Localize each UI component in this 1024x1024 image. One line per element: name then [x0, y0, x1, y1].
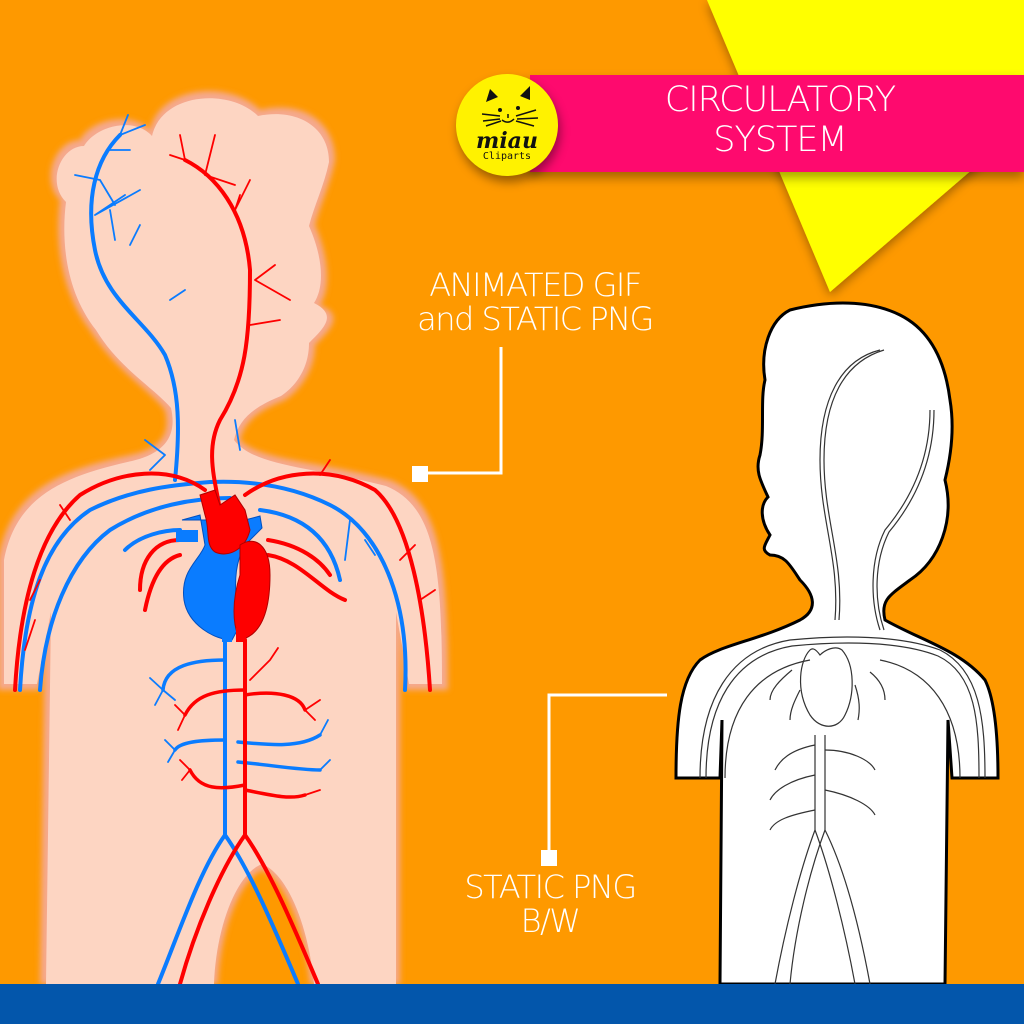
logo-brand: miau	[476, 128, 538, 154]
bw-vessels	[699, 349, 986, 985]
title-line-1: CIRCULATORY	[664, 80, 896, 120]
veins	[18, 114, 408, 986]
callout-2-line-1: STATIC PNG	[464, 868, 637, 906]
callout-1-line-1: ANIMATED GIF	[429, 266, 642, 304]
arteries	[13, 134, 436, 986]
callout-2-line-2: B/W	[520, 902, 581, 940]
bottom-bar	[0, 984, 1024, 1024]
callout-animated-gif: ANIMATED GIF and STATIC PNG	[375, 268, 695, 336]
title-banner	[530, 75, 1024, 172]
logo-subtitle: Cliparts	[482, 151, 532, 162]
miau-cliparts-logo: miau Cliparts	[456, 74, 558, 176]
cat-face-icon	[481, 86, 539, 127]
callout-static-png-bw: STATIC PNG B/W	[410, 870, 690, 938]
title-line-2: SYSTEM	[713, 120, 848, 160]
heart-icon	[176, 489, 271, 642]
page-title: CIRCULATORY SYSTEM	[560, 80, 1000, 160]
callout-1-line-2: and STATIC PNG	[417, 300, 654, 338]
